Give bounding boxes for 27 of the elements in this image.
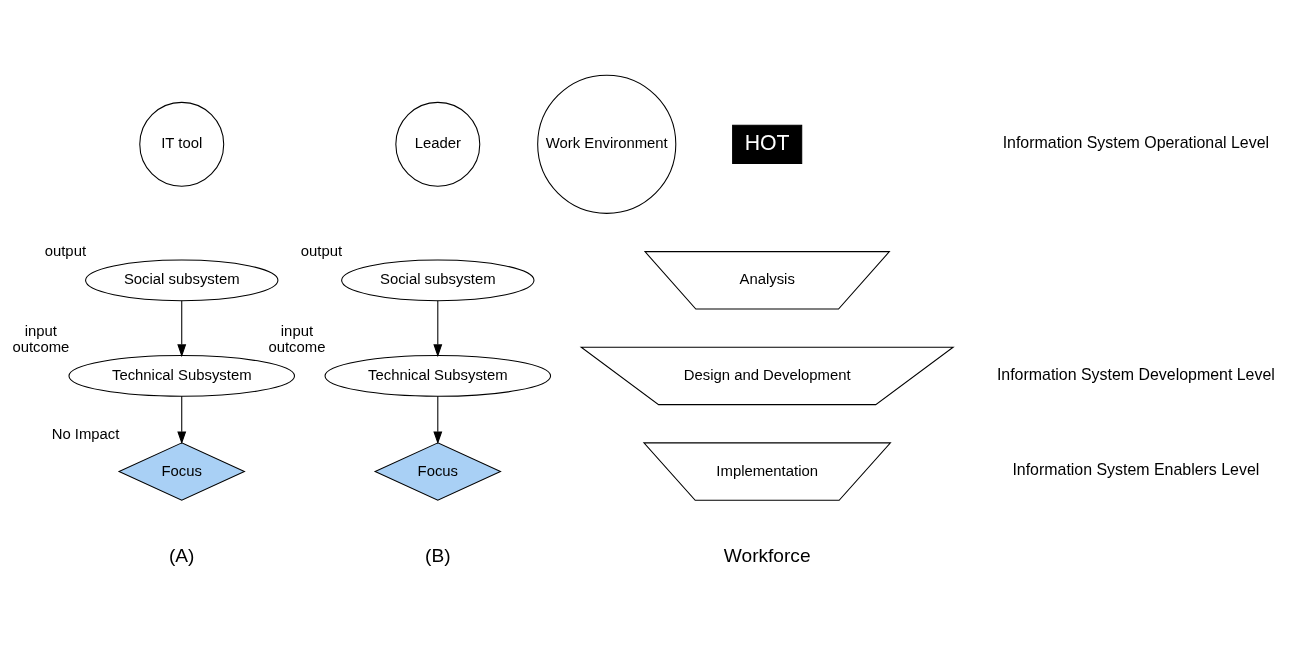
node-label: input	[24, 322, 57, 339]
label: Information System Development Level	[996, 365, 1275, 383]
arrow	[433, 300, 443, 358]
node-label: output	[300, 242, 343, 259]
node-label: outcome	[268, 338, 326, 355]
node-circle: Work Environment	[537, 74, 677, 214]
node-ellipse: Technical Subsystem	[324, 355, 552, 397]
node-diamond: Focus	[373, 442, 502, 501]
label: Information System Enablers Level	[1012, 461, 1260, 479]
label: (A)	[169, 545, 195, 567]
label: Workforce	[723, 545, 811, 567]
arrow	[433, 395, 443, 445]
arrow	[177, 300, 187, 358]
node-circle: IT tool	[139, 101, 225, 187]
node-box: HOT	[732, 124, 803, 164]
node-ellipse: Technical Subsystem	[68, 355, 296, 397]
node-label: No Impact	[51, 425, 120, 442]
node-diamond: Focus	[117, 442, 246, 501]
arrow	[177, 395, 187, 445]
label: (B)	[425, 545, 451, 567]
node-label: outcome	[12, 338, 70, 355]
node-label: input	[280, 322, 314, 339]
node-ellipse: Social subsystem	[85, 259, 279, 302]
label: Information System Operational Level	[1002, 134, 1270, 152]
node-ellipse: Social subsystem	[341, 259, 535, 302]
node-label: output	[44, 242, 87, 259]
node-circle: Leader	[395, 101, 481, 187]
